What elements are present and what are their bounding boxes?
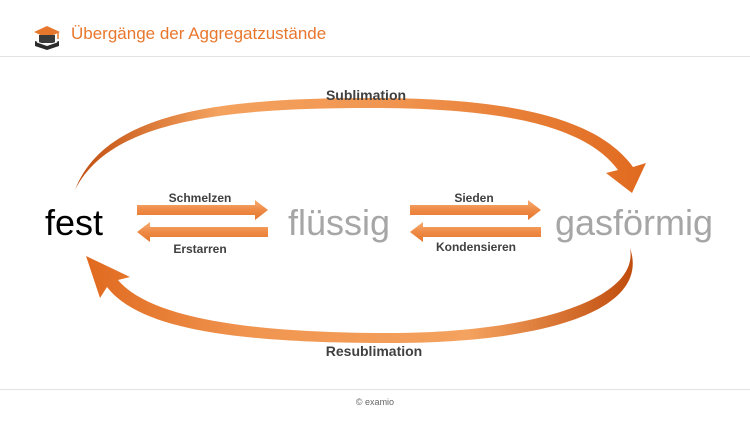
- boiling-arrow: [410, 200, 541, 220]
- resublimation-label: Resublimation: [326, 343, 422, 359]
- condensing-arrow: [410, 222, 541, 242]
- state-solid: fest: [45, 202, 103, 243]
- footer-divider: [0, 389, 750, 390]
- graduation-cap-book-icon: [34, 26, 60, 50]
- state-liquid: flüssig: [288, 202, 390, 243]
- sublimation-arc: [75, 98, 646, 193]
- melting-label: Schmelzen: [169, 191, 232, 205]
- header: Übergänge der Aggregatzustände: [0, 0, 750, 55]
- header-divider: [0, 56, 750, 57]
- sublimation-label: Sublimation: [326, 87, 406, 103]
- resublimation-arc: [86, 248, 633, 343]
- page-title: Übergänge der Aggregatzustände: [71, 24, 327, 43]
- state-gas: gasförmig: [555, 202, 713, 243]
- condensing-label: Kondensieren: [436, 240, 516, 254]
- melting-arrow: [137, 200, 268, 220]
- copyright-notice: © examio: [355, 397, 395, 407]
- freezing-arrow: [137, 222, 268, 242]
- freezing-label: Erstarren: [173, 242, 226, 256]
- boiling-label: Sieden: [454, 191, 493, 205]
